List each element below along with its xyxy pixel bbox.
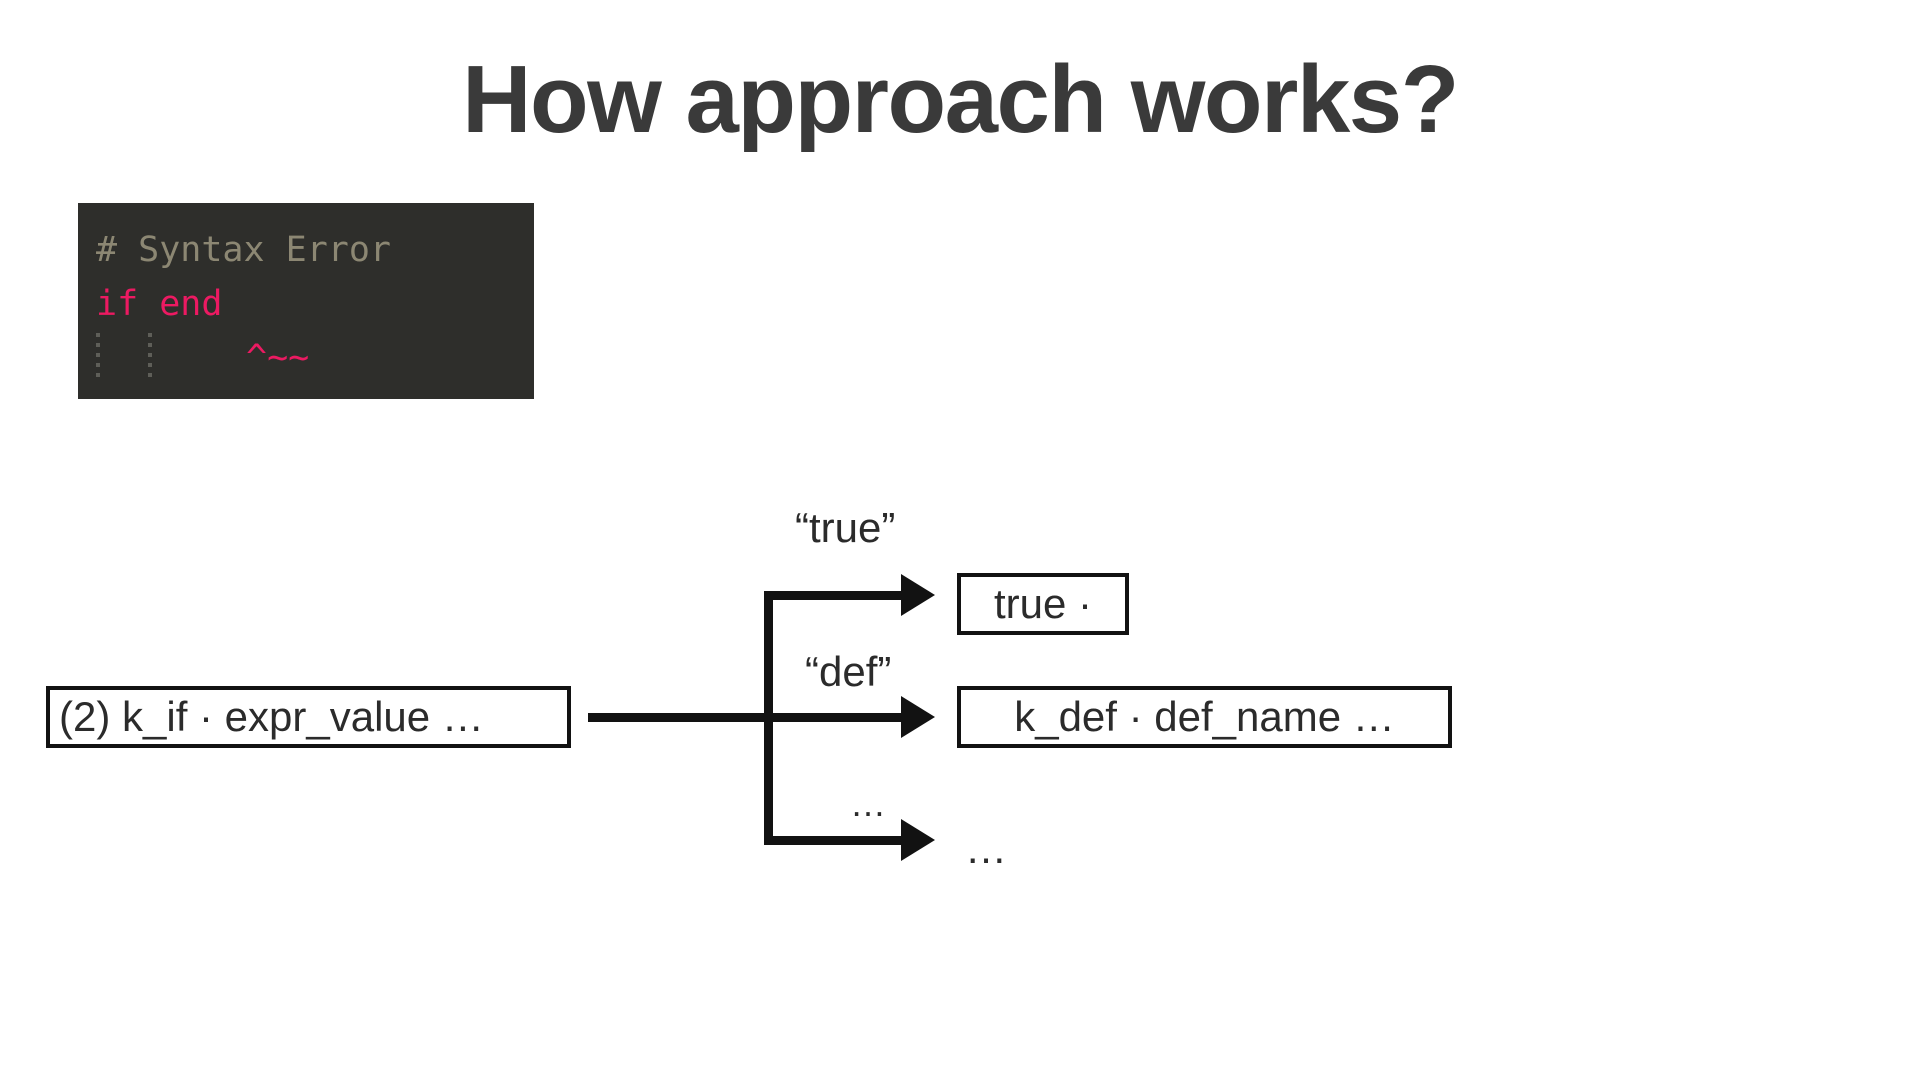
edge-branch-true-line: [764, 591, 904, 600]
edge-label-def: “def”: [805, 648, 892, 695]
page-title: How approach works?: [462, 46, 1459, 153]
node-target-other: …: [965, 825, 1009, 872]
node-target-def[interactable]: k_def · def_name …: [957, 686, 1452, 748]
node-target-true[interactable]: true ·: [957, 573, 1129, 635]
arrowhead-true-icon: [901, 574, 935, 616]
code-error-block: # Syntax Error if end ^~~: [78, 203, 534, 399]
code-line-error-marker: ^~~: [246, 338, 310, 378]
edge-stem-line: [588, 713, 773, 722]
code-line-statement: if end: [96, 284, 223, 324]
edge-label-other: …: [850, 783, 888, 824]
indent-guide-icon: [148, 333, 152, 379]
edge-trunk-line: [764, 591, 773, 845]
arrowhead-def-icon: [901, 696, 935, 738]
node-source-state[interactable]: (2) k_if · expr_value …: [46, 686, 571, 748]
edge-label-true: “true”: [795, 504, 896, 551]
edge-branch-def-line: [764, 713, 904, 722]
edge-branch-other-line: [764, 836, 904, 845]
arrowhead-other-icon: [901, 819, 935, 861]
indent-guide-icon: [96, 333, 100, 379]
code-line-comment: # Syntax Error: [96, 230, 392, 270]
